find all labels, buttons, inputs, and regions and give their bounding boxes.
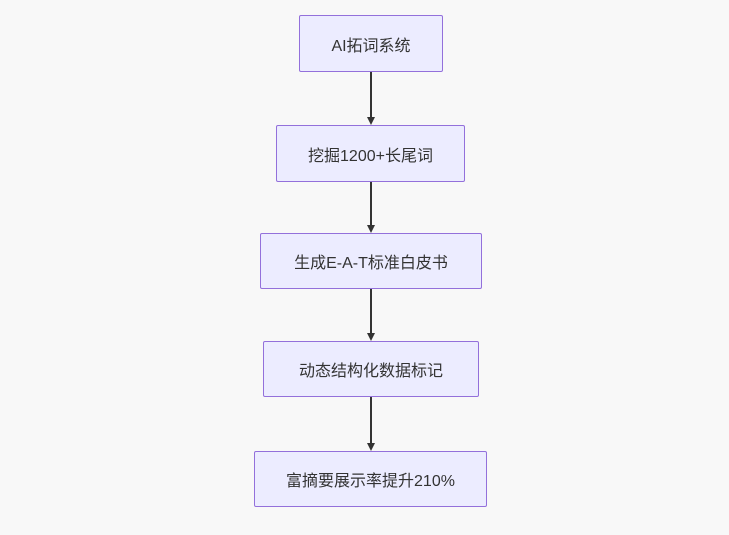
edge-line	[370, 72, 372, 119]
edge-n3-n4	[366, 289, 376, 341]
flowchart-node-longtail-keywords: 挖掘1200+长尾词	[276, 125, 465, 182]
flowchart-node-ai-word-expansion: AI拓词系统	[299, 15, 443, 72]
flowchart-node-eat-whitepaper: 生成E-A-T标准白皮书	[260, 233, 482, 289]
flowchart-node-structured-data-markup: 动态结构化数据标记	[263, 341, 479, 397]
arrowhead-down-icon	[366, 117, 375, 125]
edge-line	[370, 289, 372, 335]
edge-line	[370, 397, 372, 445]
node-label: 挖掘1200+长尾词	[308, 147, 433, 165]
edge-line	[370, 182, 372, 227]
node-label: 富摘要展示率提升210%	[286, 473, 455, 490]
node-label: AI拓词系统	[331, 37, 411, 55]
edge-n1-n2	[366, 72, 376, 125]
node-label: 生成E-A-T标准白皮书	[294, 255, 448, 272]
arrowhead-down-icon	[366, 225, 375, 233]
edge-n2-n3	[366, 182, 376, 233]
arrowhead-down-icon	[366, 333, 375, 341]
node-label: 动态结构化数据标记	[298, 363, 443, 380]
flowchart-node-rich-snippet-rate: 富摘要展示率提升210%	[254, 451, 487, 507]
arrowhead-down-icon	[366, 443, 375, 451]
edge-n4-n5	[366, 397, 376, 451]
